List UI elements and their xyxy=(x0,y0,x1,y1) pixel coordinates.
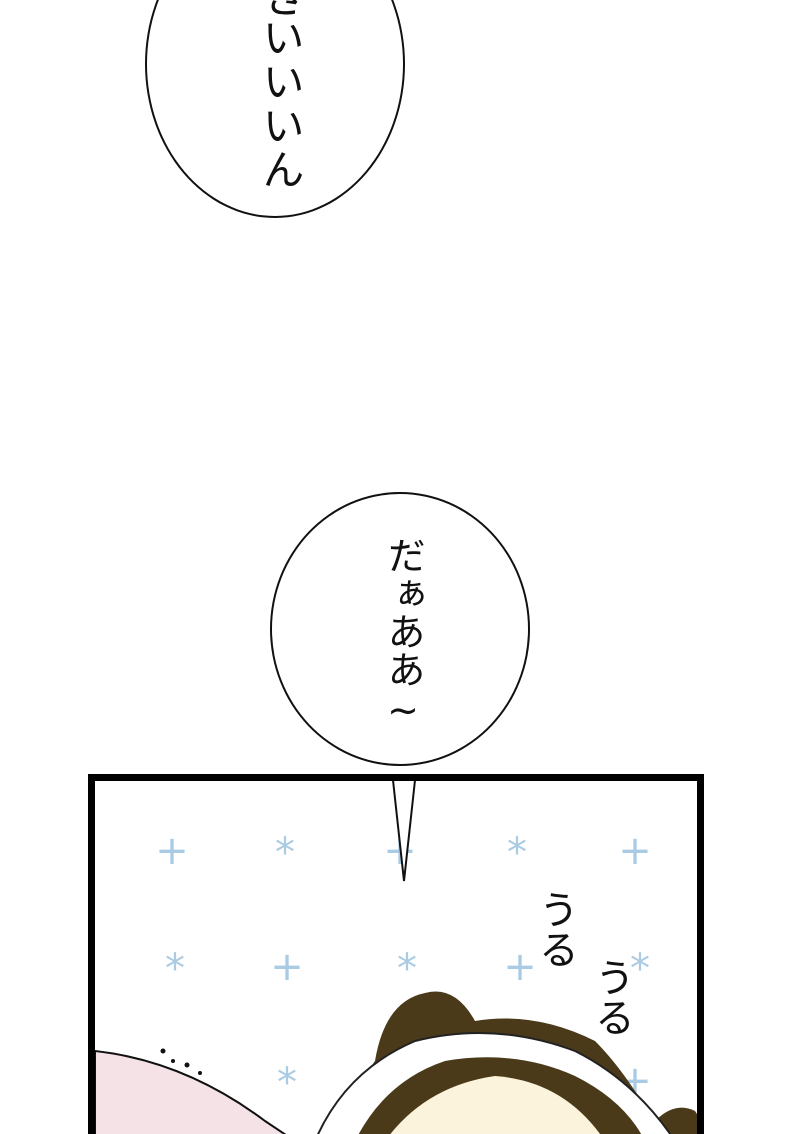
bubble-2-text: だぁああ~ xyxy=(381,536,425,732)
asterisk-deco: * xyxy=(277,1060,297,1106)
plus-deco: + xyxy=(270,944,304,990)
speech-bubble-2 xyxy=(270,492,530,766)
asterisk-deco: * xyxy=(630,946,650,992)
sfx-text-2: うる xyxy=(588,957,634,1037)
sfx-text-1: うる xyxy=(532,889,578,969)
plus-deco: + xyxy=(155,828,189,874)
bubble-1-text: いいいん xyxy=(256,16,305,192)
plus-deco: + xyxy=(618,828,652,874)
asterisk-deco: * xyxy=(275,830,295,876)
asterisk-deco: * xyxy=(165,946,185,992)
bubble-1-partial-glyph: き xyxy=(248,0,312,24)
bubble-tail xyxy=(392,781,416,882)
asterisk-deco: * xyxy=(507,830,527,876)
comic-panel: + * + * + * + * + * * + うる うる xyxy=(88,774,704,1134)
plus-deco: + xyxy=(503,944,537,990)
asterisk-deco: * xyxy=(397,946,417,992)
character-head xyxy=(317,991,697,1134)
